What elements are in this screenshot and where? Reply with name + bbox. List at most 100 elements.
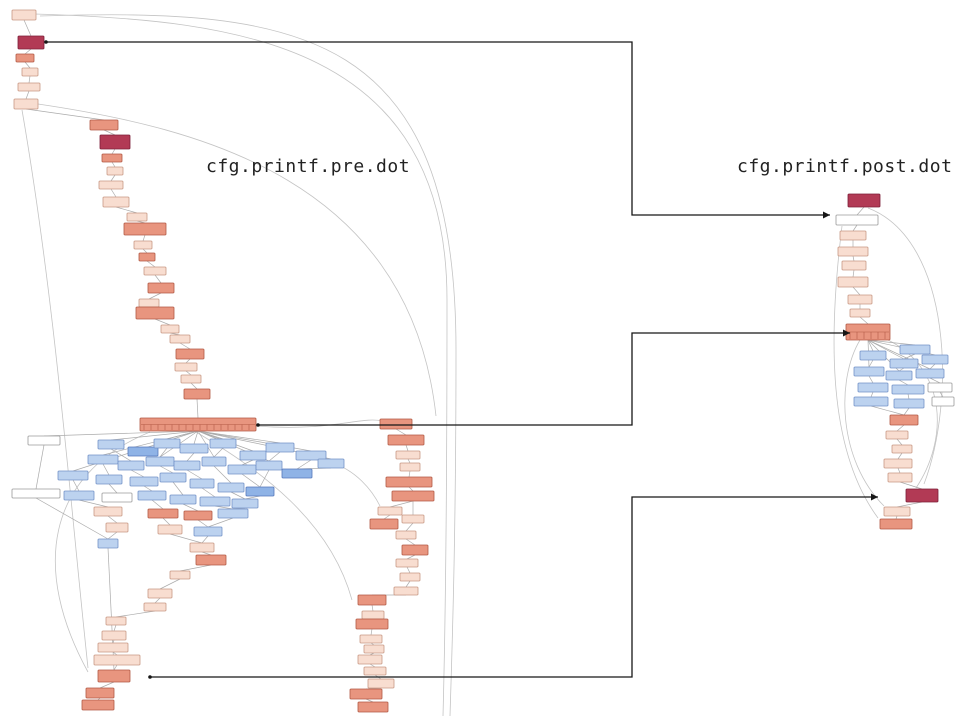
cfg-node-cfg-pre bbox=[357, 594, 387, 606]
cfg-node-cfg-post bbox=[891, 444, 913, 454]
cfg-edge bbox=[898, 367, 905, 372]
cfg-edge bbox=[190, 382, 198, 390]
cfg-node-cfg-pre bbox=[175, 348, 205, 360]
cfg-node-cfg-pre bbox=[183, 388, 211, 400]
cfg-node-cfg-pre bbox=[401, 544, 429, 556]
cfg-node-cfg-pre bbox=[183, 510, 213, 521]
cfg-edge bbox=[142, 248, 148, 254]
cfg-edge bbox=[112, 651, 118, 656]
cfg-node-cfg-pre bbox=[102, 196, 130, 208]
cfg-edge bbox=[186, 469, 203, 480]
cfg-edge bbox=[899, 481, 923, 490]
cfg-edge bbox=[244, 495, 261, 500]
cfg-node-cfg-post bbox=[885, 370, 913, 381]
cfg-edge bbox=[110, 448, 132, 462]
cfg-edge bbox=[897, 452, 903, 460]
cfg-edge bbox=[151, 499, 164, 510]
cfg-node-cfg-pre bbox=[160, 324, 180, 334]
cfg-edge bbox=[143, 485, 153, 492]
cfg-edge bbox=[24, 48, 32, 55]
pre-graph-title: cfg.printf.pre.dot bbox=[206, 156, 411, 177]
cfg-edge bbox=[369, 663, 376, 668]
cfg-edge bbox=[241, 459, 254, 466]
cfg-edge bbox=[259, 469, 270, 488]
cfg-node-cfg-pre bbox=[97, 439, 125, 450]
cfg-node-cfg-pre bbox=[399, 572, 421, 582]
cfg-edge bbox=[154, 597, 161, 604]
cfg-node-cfg-pre bbox=[147, 508, 179, 519]
cfg-node-cfg-pre bbox=[11, 9, 37, 21]
cfg-node-cfg-pre bbox=[199, 496, 231, 507]
cfg-node-cfg-pre bbox=[255, 460, 283, 471]
cfg-node-cfg-pre bbox=[349, 688, 383, 700]
cfg-edge bbox=[146, 260, 156, 268]
cfg-edge bbox=[186, 452, 195, 462]
cfg-edge bbox=[406, 566, 411, 574]
cfg-node-cfg-pre bbox=[145, 456, 175, 467]
cfg-edge bbox=[102, 463, 110, 476]
cfg-edge bbox=[107, 515, 118, 524]
cfg-node-cfg-post bbox=[883, 506, 911, 517]
cfg-node-cfg-pre bbox=[169, 334, 191, 344]
cfg-node-cfg-post bbox=[879, 518, 913, 530]
cfg-edge bbox=[23, 19, 32, 37]
cfg-edge bbox=[197, 519, 209, 528]
cfg-edge bbox=[868, 359, 874, 368]
cfg-node-cfg-post bbox=[889, 414, 919, 426]
cfg-edge bbox=[365, 698, 374, 703]
cfg-edge bbox=[903, 407, 910, 416]
cfg-edge bbox=[113, 664, 118, 671]
cfg-edge bbox=[112, 639, 115, 644]
cfg-node-cfg-pre bbox=[97, 669, 131, 683]
cfg-node-cfg-post bbox=[857, 382, 889, 393]
cfg-node-cfg-pre bbox=[395, 450, 421, 460]
cfg-node-cfg-pre bbox=[21, 67, 39, 77]
cfg-edge bbox=[115, 610, 156, 618]
cfg-edge bbox=[395, 428, 407, 436]
cfg-edge bbox=[852, 255, 855, 262]
cfg-edge bbox=[405, 444, 409, 452]
cfg-edge bbox=[870, 391, 874, 398]
cfg-edge bbox=[103, 129, 116, 136]
cfg-edge bbox=[856, 206, 865, 216]
cfg-long-edge bbox=[867, 207, 943, 485]
cfg-edge bbox=[148, 292, 162, 300]
cfg-node-cfg-pre bbox=[95, 474, 123, 485]
cfg-node-cfg-pre bbox=[169, 494, 197, 505]
cfg-node-cfg-post bbox=[899, 344, 931, 355]
connector-pre-switch-to-post-switch bbox=[258, 332, 850, 426]
cfg-node-cfg-pre bbox=[147, 588, 173, 599]
cfg-long-edge bbox=[255, 419, 383, 428]
cfg-node-cfg-pre bbox=[295, 450, 327, 461]
cfg-node-cfg-pre bbox=[239, 450, 267, 461]
cfg-node-cfg-pre bbox=[209, 438, 237, 449]
cfg-node-cfg-post bbox=[839, 230, 867, 241]
cfg-node-cfg-pre bbox=[357, 654, 383, 665]
cfg-edge bbox=[72, 479, 80, 492]
cfg-node-cfg-pre bbox=[393, 586, 419, 596]
cfg-edge bbox=[867, 339, 874, 352]
connector-arrowhead bbox=[843, 329, 850, 337]
cfg-node-cfg-post bbox=[927, 382, 953, 393]
cfg-node-cfg-pre bbox=[105, 522, 129, 533]
cfg-node-cfg-pre bbox=[123, 222, 167, 236]
cfg-edge bbox=[407, 458, 411, 464]
cfg-edge bbox=[169, 533, 203, 544]
cfg-node-cfg-pre bbox=[129, 476, 159, 487]
cfg-node-cfg-pre bbox=[367, 678, 395, 689]
cfg-node-cfg-pre bbox=[265, 442, 295, 453]
cfg-long-edge bbox=[329, 461, 381, 507]
cfg-node-cfg-post bbox=[915, 368, 945, 379]
cfg-edge bbox=[268, 451, 281, 462]
cfg-node-cfg-post bbox=[883, 458, 913, 469]
cfg-edge bbox=[867, 339, 931, 370]
cfg-node-cfg-post bbox=[837, 276, 869, 288]
cfg-edge bbox=[159, 447, 168, 458]
cfg-long-edge bbox=[37, 103, 437, 417]
cfg-edge bbox=[214, 505, 234, 510]
cfg-edge bbox=[25, 108, 105, 121]
cfg-node-cfg-pre bbox=[189, 478, 215, 489]
cfg-node-cfg-post bbox=[931, 396, 955, 407]
cfg-edge bbox=[929, 363, 936, 370]
cfg-node-cfg-pre bbox=[174, 362, 198, 372]
